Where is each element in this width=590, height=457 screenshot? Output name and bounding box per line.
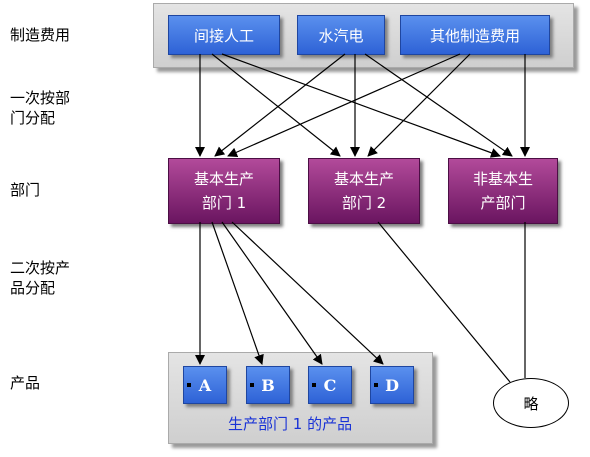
arrow-utilities-to-dept1 xyxy=(214,53,346,157)
label-first-allocation-line2: 门分配 xyxy=(10,109,56,127)
omitted-oval: 略 xyxy=(493,378,569,428)
cost-box-other-overhead: 其他制造费用 xyxy=(400,15,550,55)
label-products: 产品 xyxy=(10,374,41,392)
label-manufacturing-costs: 制造费用 xyxy=(10,26,71,44)
label-second-allocation-line2: 品分配 xyxy=(10,279,56,297)
arrow-other-to-dept2 xyxy=(367,53,471,157)
line-dept2-to-omitted xyxy=(377,221,511,383)
label-first-allocation-line1: 一次按部 xyxy=(10,89,71,107)
arrow-labor-to-nonprod xyxy=(221,53,501,158)
label-departments: 部门 xyxy=(10,181,41,199)
arrow-dept1-to-c xyxy=(221,221,323,365)
dept-box-production-2: 基本生产 部门 2 xyxy=(308,158,420,224)
dept-box-production-1: 基本生产 部门 1 xyxy=(168,158,280,224)
products-caption: 生产部门 1 的产品 xyxy=(228,415,353,433)
cost-box-indirect-labor: 间接人工 xyxy=(168,15,280,55)
product-box-c: C xyxy=(308,366,352,404)
product-box-b: B xyxy=(246,366,290,404)
product-box-a: A xyxy=(183,366,227,404)
arrow-other-to-dept1 xyxy=(227,53,461,157)
label-second-allocation-line1: 二次按产 xyxy=(10,259,71,277)
arrow-dept1-to-b xyxy=(211,221,264,365)
dept-box-non-production: 非基本生 产部门 xyxy=(448,158,558,224)
arrow-dept1-to-d xyxy=(231,221,384,365)
product-box-d: D xyxy=(370,366,414,404)
arrow-labor-to-dept2 xyxy=(211,53,341,157)
arrow-utilities-to-nonprod xyxy=(364,53,513,157)
cost-box-utilities: 水汽电 xyxy=(297,15,385,55)
